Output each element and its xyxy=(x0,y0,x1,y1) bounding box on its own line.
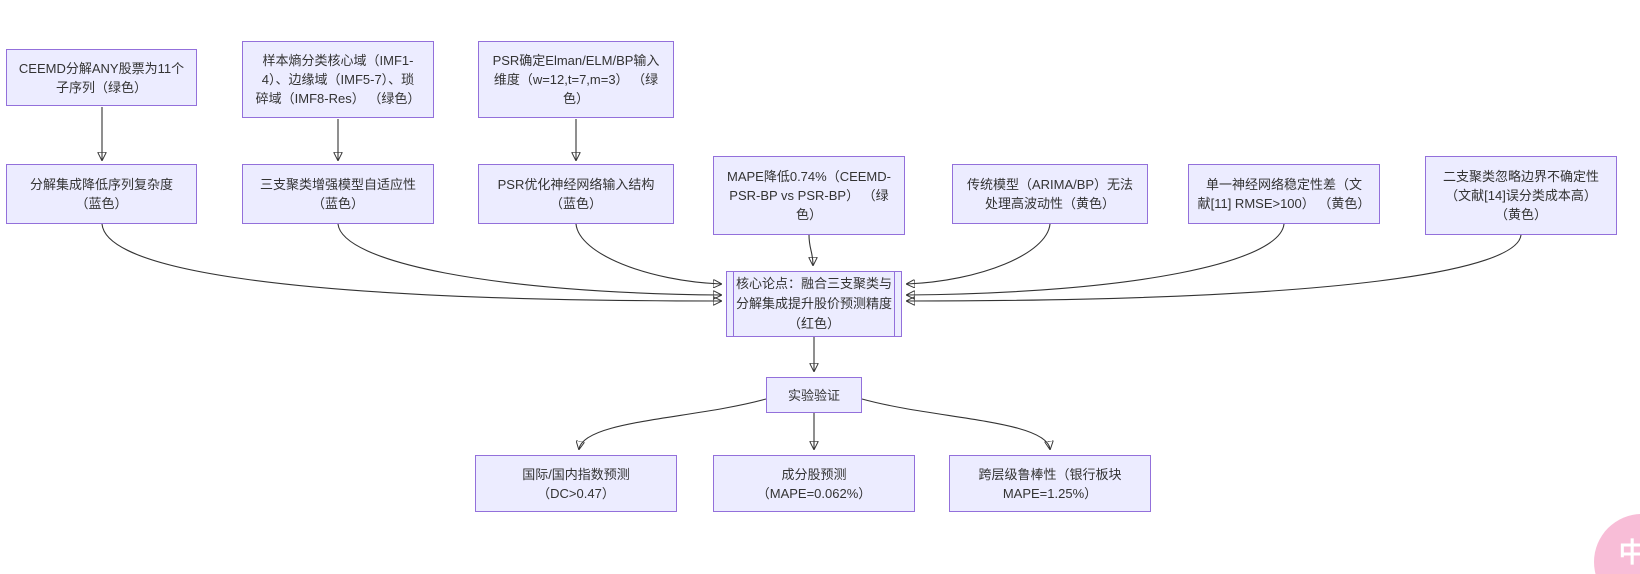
edge-mape-to-core xyxy=(808,234,813,265)
edge-singlenn-to-core xyxy=(907,223,1285,295)
node-decomposition-ensemble: 分解集成降低序列复杂度 （蓝色） xyxy=(6,164,197,224)
node-experiment-validation-label: 实验验证 xyxy=(787,387,840,403)
translate-badge-label: 中A xyxy=(1618,538,1640,568)
edge-twoway-to-core xyxy=(907,234,1522,301)
node-psr-optimize: PSR优化神经网络输入结构 （蓝色） xyxy=(478,164,674,224)
node-sample-entropy: 样本熵分类核心域（IMF1- 4）、边缘域（IMF5-7）、琐 碎域（IMF8-… xyxy=(242,41,434,118)
node-cross-level-robustness: 跨层级鲁棒性（银行板块 MAPE=1.25%） xyxy=(949,455,1151,512)
edge-traditional-to-core xyxy=(907,223,1051,284)
node-index-prediction: 国际/国内指数预测 （DC>0.47） xyxy=(475,455,677,512)
node-three-way-clustering-label: 三支聚类增强模型自适应性 （蓝色） xyxy=(259,177,416,211)
node-traditional-model-label: 传统模型（ARIMA/BP）无法 处理高波动性（黄色） xyxy=(966,177,1134,211)
edge-psropt-to-core xyxy=(575,223,721,284)
node-psr-optimize-label: PSR优化神经网络输入结构 （蓝色） xyxy=(497,177,655,211)
node-experiment-validation: 实验验证 xyxy=(766,377,862,413)
edge-experiment-to-robustness xyxy=(861,398,1050,449)
node-index-prediction-label: 国际/国内指数预测 （DC>0.47） xyxy=(522,466,630,501)
node-ceemd-decompose: CEEMD分解ANY股票为11个 子序列（绿色） xyxy=(6,49,197,106)
node-single-nn-instability: 单一神经网络稳定性差（文 献[11] RMSE>100） （黄色） xyxy=(1188,164,1380,224)
node-component-stock-prediction: 成分股预测 （MAPE=0.062%） xyxy=(713,455,915,512)
node-core-thesis: 核心论点：融合三支聚类与 分解集成提升股价预测精度 （红色） xyxy=(726,271,902,337)
node-decomposition-ensemble-label: 分解集成降低序列复杂度 （蓝色） xyxy=(29,177,173,211)
node-psr-input-dimension: PSR确定Elman/ELM/BP输入 维度（w=12,t=7,m=3） （绿 … xyxy=(478,41,674,118)
node-mape-reduction: MAPE降低0.74%（CEEMD- PSR-BP vs PSR-BP） （绿 … xyxy=(713,156,905,235)
node-traditional-model: 传统模型（ARIMA/BP）无法 处理高波动性（黄色） xyxy=(952,164,1148,224)
node-two-way-clustering-label: 二支聚类忽略边界不确定性 （文献[14]误分类成本高） （黄色） xyxy=(1442,169,1599,222)
node-mape-reduction-label: MAPE降低0.74%（CEEMD- PSR-BP vs PSR-BP） （绿 … xyxy=(727,169,891,222)
node-single-nn-instability-label: 单一神经网络稳定性差（文 献[11] RMSE>100） （黄色） xyxy=(1197,177,1371,211)
node-psr-input-dimension-label: PSR确定Elman/ELM/BP输入 维度（w=12,t=7,m=3） （绿 … xyxy=(492,53,660,106)
translate-badge[interactable]: 中A xyxy=(1594,514,1640,574)
edge-threeway-to-core xyxy=(337,223,721,295)
node-component-stock-prediction-label: 成分股预测 （MAPE=0.062%） xyxy=(756,466,872,501)
node-cross-level-robustness-label: 跨层级鲁棒性（银行板块 MAPE=1.25%） xyxy=(978,466,1122,501)
node-sample-entropy-label: 样本熵分类核心域（IMF1- 4）、边缘域（IMF5-7）、琐 碎域（IMF8-… xyxy=(255,53,421,106)
edge-experiment-to-index xyxy=(579,398,767,449)
node-core-thesis-label: 核心论点：融合三支聚类与 分解集成提升股价预测精度 （红色） xyxy=(735,276,892,331)
node-three-way-clustering: 三支聚类增强模型自适应性 （蓝色） xyxy=(242,164,434,224)
node-ceemd-decompose-label: CEEMD分解ANY股票为11个 子序列（绿色） xyxy=(18,60,185,95)
edge-decomp-to-core xyxy=(101,223,721,301)
node-two-way-clustering: 二支聚类忽略边界不确定性 （文献[14]误分类成本高） （黄色） xyxy=(1425,156,1617,235)
